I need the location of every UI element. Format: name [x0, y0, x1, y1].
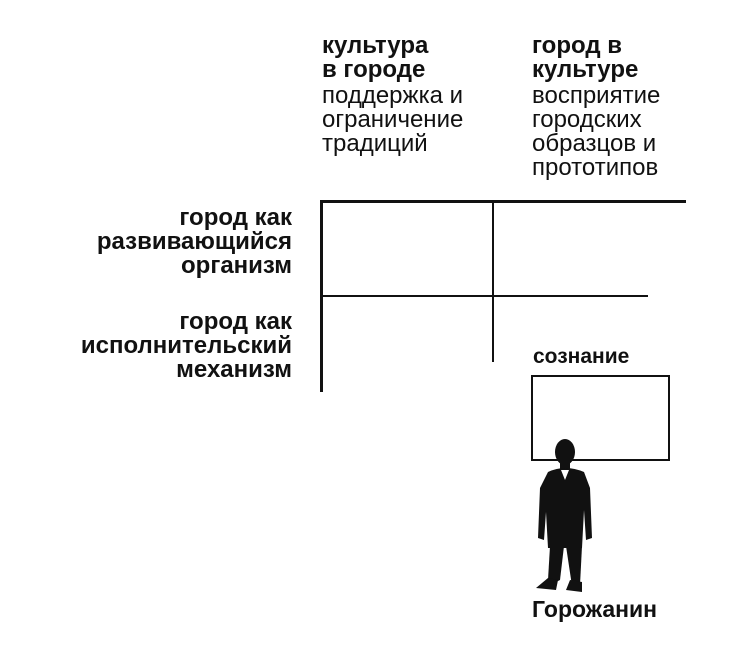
column-2-desc-line-2: городских	[532, 106, 642, 133]
row-2-label-line-1: город как	[179, 308, 292, 335]
row-2-label-line-2: исполнительский	[80, 332, 292, 359]
row-1-label-line-2: развивающийся	[96, 228, 292, 255]
citizen-label: Горожанин	[532, 596, 658, 622]
column-2-desc-line-4: прототипов	[532, 154, 659, 181]
man-silhouette-icon	[536, 439, 592, 592]
column-2-title-line-2: культуре	[532, 56, 639, 83]
row-2-label-line-3: механизм	[176, 356, 292, 383]
column-1-desc-line-3: традиций	[322, 130, 428, 157]
row-2-label: город как исполнительский механизм	[81, 310, 292, 382]
shirt-collar	[561, 470, 569, 480]
column-1-title-line-2: в городе	[322, 56, 426, 83]
consciousness-frame	[531, 375, 670, 461]
column-1-title: культура в городе	[322, 34, 428, 82]
row-1-label-line-1: город как	[179, 204, 292, 231]
column-2-title: город в культуре	[532, 34, 638, 82]
row-1-label: город как развивающийся организм	[97, 206, 292, 278]
column-1-title-line-1: культура	[322, 32, 429, 59]
column-2-desc-line-3: образцов и	[532, 130, 657, 157]
grid-horizontal-line-top	[320, 200, 686, 203]
column-2-desc-line-1: восприятие	[532, 82, 661, 109]
grid-horizontal-line-middle	[320, 295, 648, 297]
column-1-desc-line-1: поддержка и	[322, 82, 464, 109]
consciousness-label: сознание	[533, 345, 630, 368]
row-1-label-line-3: организм	[181, 252, 292, 279]
grid-vertical-line-middle	[492, 200, 494, 362]
column-1-desc-line-2: ограничение	[322, 106, 464, 133]
column-1-description: поддержка и ограничение традиций	[322, 84, 463, 156]
column-2-title-line-1: город в	[532, 32, 622, 59]
column-2-description: восприятие городских образцов и прототип…	[532, 84, 660, 180]
